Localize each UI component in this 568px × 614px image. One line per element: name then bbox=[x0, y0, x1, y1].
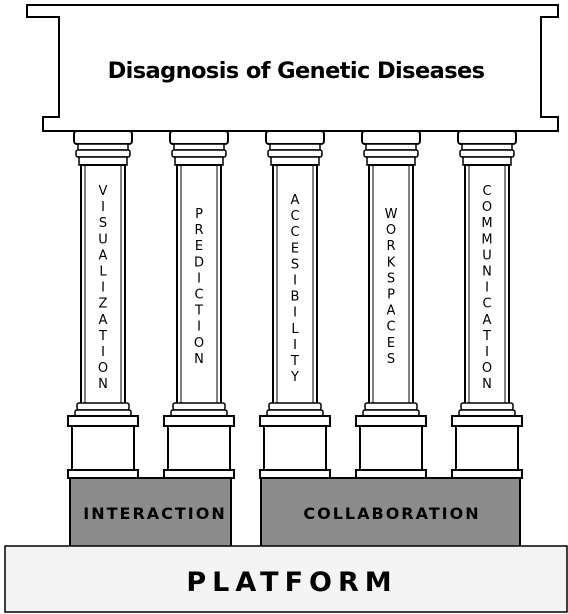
pillar-letter: U bbox=[482, 248, 492, 263]
roof-beam: Disagnosis of Genetic Diseases bbox=[27, 5, 558, 131]
pillar-letter: B bbox=[291, 290, 300, 305]
pillar-letter: A bbox=[291, 193, 300, 208]
pillar-letter: A bbox=[483, 313, 492, 328]
pillar-letter: E bbox=[291, 241, 299, 256]
pillar-letter: Y bbox=[290, 370, 299, 385]
pillar-letter: I bbox=[101, 281, 105, 296]
diagram-title: Disagnosis of Genetic Diseases bbox=[108, 58, 485, 84]
pillar-letter: I bbox=[293, 338, 297, 353]
pillar-letter: O bbox=[482, 200, 492, 215]
pillar-letter: O bbox=[194, 336, 204, 351]
pillar-letter: I bbox=[197, 320, 201, 335]
platform-label: PLATFORM bbox=[186, 567, 397, 598]
pillar-letter: I bbox=[197, 271, 201, 286]
pillar-letter: L bbox=[291, 322, 299, 337]
pillar-letter: N bbox=[482, 377, 492, 392]
pillar-letter: M bbox=[481, 232, 492, 247]
pillar-letter: S bbox=[291, 257, 299, 272]
pillar-letter: Z bbox=[99, 297, 108, 312]
pillar-letter: I bbox=[485, 281, 489, 296]
pillar-letter: I bbox=[101, 200, 105, 215]
pillar-letter: P bbox=[195, 207, 203, 222]
base-label-interaction: INTERACTION bbox=[83, 504, 227, 523]
pillar-letter: W bbox=[385, 207, 398, 222]
pillar-letter: D bbox=[194, 255, 204, 270]
pillar-letter: T bbox=[482, 329, 491, 344]
base-label-collaboration: COLLABORATION bbox=[303, 504, 480, 523]
pillar-letter: T bbox=[98, 329, 107, 344]
pillar-letter: A bbox=[387, 304, 396, 319]
pillar-letter: C bbox=[290, 225, 299, 240]
pillar-letter: R bbox=[194, 223, 203, 238]
pillar-letter: A bbox=[99, 313, 108, 328]
pillar-letter: O bbox=[98, 361, 108, 376]
pillar-letter: K bbox=[387, 255, 396, 270]
platform: PLATFORM bbox=[5, 546, 567, 612]
pillar-letter: A bbox=[99, 248, 108, 263]
pillars-group: VISUALIZATIONPREDICTIONACCESIBILITYWORKS… bbox=[68, 131, 522, 478]
pillar-letter: S bbox=[99, 216, 107, 231]
pillar-letter: M bbox=[481, 216, 492, 231]
pillar-letter: N bbox=[482, 265, 492, 280]
base-collaboration: COLLABORATION bbox=[261, 478, 520, 547]
pillar-letter: C bbox=[386, 320, 395, 335]
pillar-letter: S bbox=[387, 352, 395, 367]
pillar-letter: U bbox=[98, 232, 108, 247]
pillar-letter: C bbox=[194, 288, 203, 303]
pillar-letter: I bbox=[293, 274, 297, 289]
pillar-letter: V bbox=[99, 184, 108, 199]
pillar-letter: E bbox=[195, 239, 203, 254]
pillar-letter: C bbox=[482, 297, 491, 312]
pillar-letter: R bbox=[386, 239, 395, 254]
pillar-letter: C bbox=[290, 209, 299, 224]
pillar-letter: T bbox=[290, 354, 299, 369]
pillar-letter: N bbox=[194, 352, 204, 367]
pillar-letter: I bbox=[101, 345, 105, 360]
pillar-letter: E bbox=[387, 336, 395, 351]
pillar-letter: I bbox=[485, 345, 489, 360]
pillar-letter: O bbox=[482, 361, 492, 376]
pillar-letter: O bbox=[386, 223, 396, 238]
base-interaction: INTERACTION bbox=[70, 478, 231, 547]
pillar-letter: C bbox=[482, 184, 491, 199]
pillar-letter: P bbox=[387, 288, 395, 303]
pillar-letter: L bbox=[99, 265, 107, 280]
pillar-letter: S bbox=[387, 271, 395, 286]
pillar-letter: N bbox=[98, 377, 108, 392]
pillar-letter: T bbox=[194, 304, 203, 319]
pillar-letter: I bbox=[293, 306, 297, 321]
